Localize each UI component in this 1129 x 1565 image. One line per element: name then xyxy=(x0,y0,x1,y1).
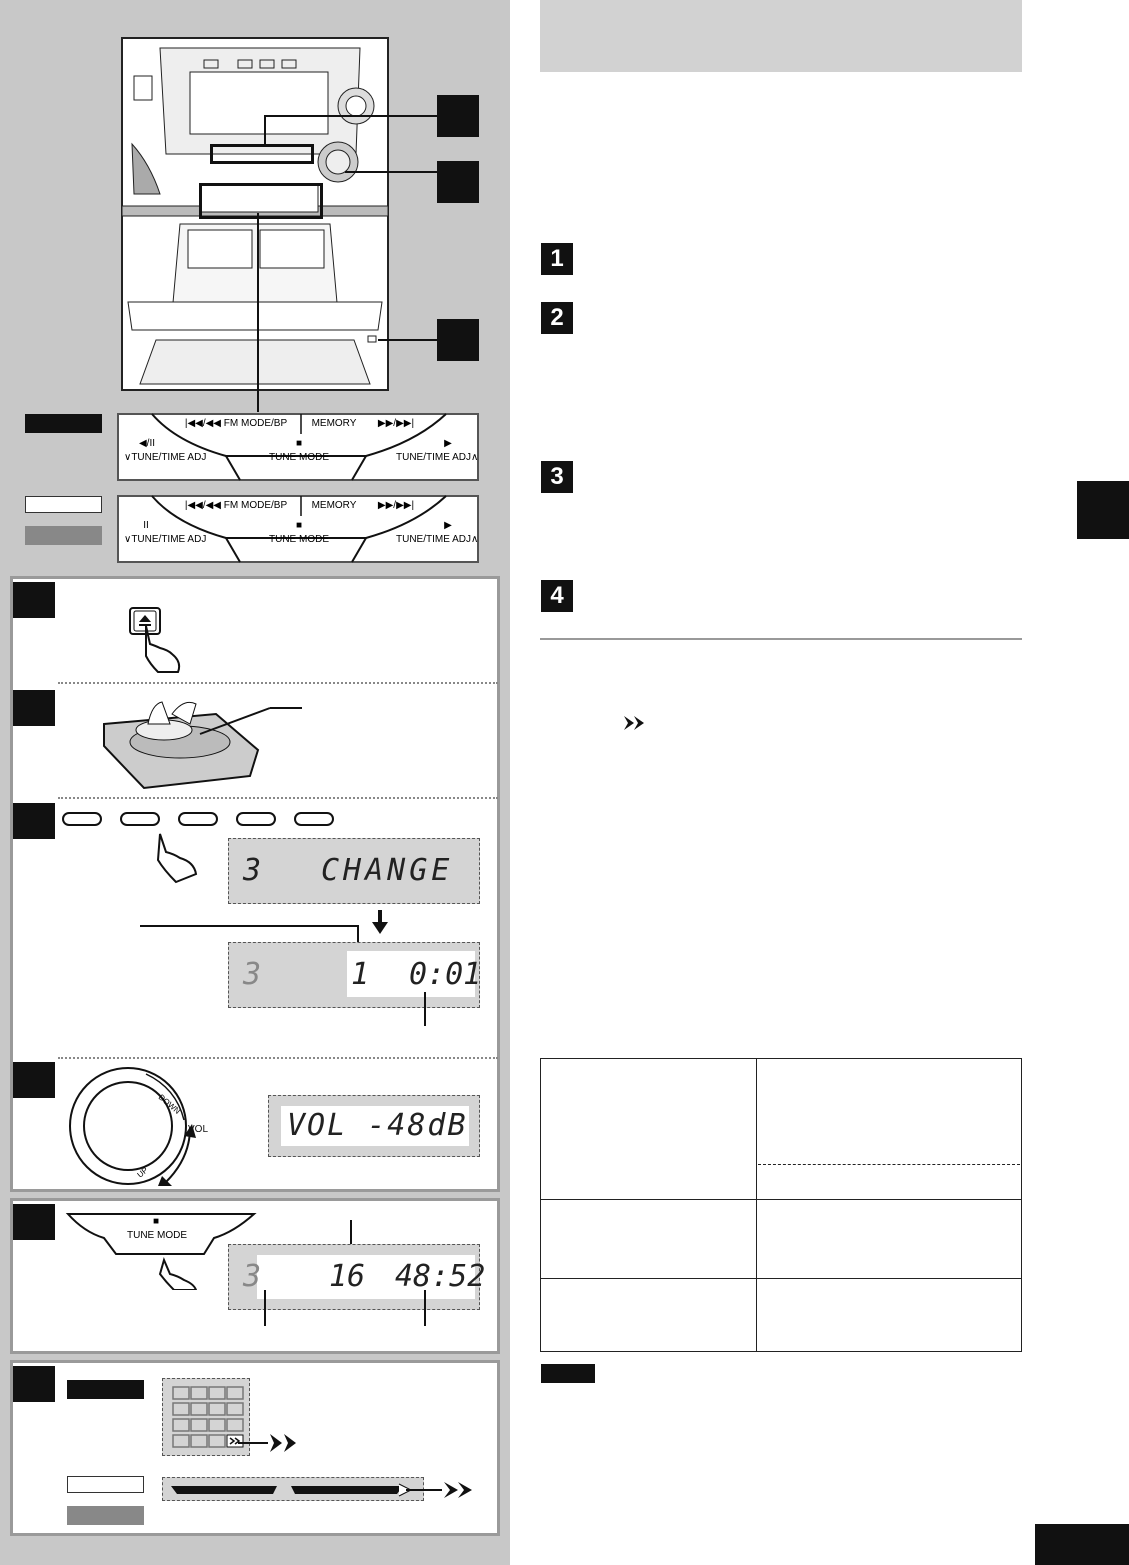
disc-button-2[interactable] xyxy=(120,812,160,826)
disc-button-1[interactable] xyxy=(62,812,102,826)
display-disc-number: 3 xyxy=(243,853,262,888)
step-heading-2: 2 xyxy=(541,302,573,334)
disc-pointer-line xyxy=(264,1290,266,1326)
keypad-display xyxy=(162,1378,250,1456)
display-total-time: 48:52 xyxy=(395,1259,486,1294)
dial-vol-label: VOL xyxy=(188,1124,209,1135)
pointer-lines xyxy=(257,115,437,412)
key-play-symbol: ▶ xyxy=(444,520,452,531)
key-strip-2: |◀◀/◀◀ FM MODE/BP MEMORY ▶▶/▶▶| II ∨TUNE… xyxy=(116,494,480,564)
volume-dial[interactable]: DOWN UP xyxy=(66,1064,206,1188)
step-marker-6 xyxy=(13,1366,55,1402)
display-volume: VOL -48dB xyxy=(268,1095,480,1157)
region-label-grey xyxy=(25,526,102,545)
hand-press-icon xyxy=(145,625,181,673)
step-marker-2 xyxy=(13,690,55,726)
key-tune-up-label[interactable]: TUNE/TIME ADJ∧ xyxy=(396,452,479,463)
step-heading-3: 3 xyxy=(541,461,573,493)
key-play-pause-symbol: ◀/II xyxy=(138,438,156,449)
cd-tray-illustration xyxy=(103,701,302,790)
divider xyxy=(58,1057,498,1059)
display-elapsed-time: 0:01 xyxy=(409,957,482,992)
table-cell xyxy=(540,1199,757,1279)
display-play: 3 1 0:01 xyxy=(228,942,482,1008)
double-chevron-icon xyxy=(624,716,644,730)
region-label-white xyxy=(67,1476,144,1493)
key-fm-mode-label[interactable]: |◀◀/◀◀ FM MODE/BP xyxy=(184,418,288,429)
double-chevron-icon xyxy=(406,1482,472,1498)
table-cell xyxy=(540,1277,757,1353)
callout-square-1 xyxy=(437,95,479,137)
step-heading-1: 1 xyxy=(541,243,573,275)
step-marker-5 xyxy=(13,1204,55,1240)
key-tune-down-label[interactable]: ∨TUNE/TIME ADJ xyxy=(124,534,207,545)
eject-button-press xyxy=(129,607,181,673)
info-table xyxy=(540,1057,1022,1353)
time-pointer-line xyxy=(424,1290,426,1326)
key-memory-label[interactable]: MEMORY xyxy=(311,500,357,511)
level-meter-display xyxy=(162,1477,424,1501)
display-disc-number: 3 xyxy=(243,1259,262,1294)
cd-tray-highlight xyxy=(199,183,323,219)
key-tune-mode-label[interactable]: TUNE MODE xyxy=(269,452,329,463)
table-cell xyxy=(756,1199,1022,1279)
key-tune-mode-label[interactable]: TUNE MODE xyxy=(269,534,329,545)
side-tab xyxy=(1077,481,1129,539)
tune-key-label: TUNE MODE xyxy=(127,1230,187,1241)
display-total: 3 16 48:52 xyxy=(228,1244,485,1310)
table-cell xyxy=(540,1057,757,1201)
display-highlight xyxy=(281,1106,469,1146)
time-pointer-line xyxy=(424,992,426,1026)
callout-square-2 xyxy=(437,161,479,203)
step-marker-4 xyxy=(13,1062,55,1098)
key-tune-up-label[interactable]: TUNE/TIME ADJ∧ xyxy=(396,534,479,545)
key-stop-symbol: ■ xyxy=(295,520,303,531)
display-change: 3 CHANGE xyxy=(228,838,480,904)
key-skip-forward-label[interactable]: ▶▶/▶▶| xyxy=(377,418,415,429)
step-marker-3 xyxy=(13,803,55,839)
disc-button-3[interactable] xyxy=(178,812,218,826)
key-skip-forward-label[interactable]: ▶▶/▶▶| xyxy=(377,500,415,511)
step-heading-4: 4 xyxy=(541,580,573,612)
key-fm-mode-label[interactable]: |◀◀/◀◀ FM MODE/BP xyxy=(184,500,288,511)
tune-mode-key[interactable]: ■ TUNE MODE xyxy=(64,1210,260,1290)
display-highlight xyxy=(347,951,475,997)
page-number-tab xyxy=(1035,1524,1129,1565)
key-stop-symbol: ■ xyxy=(295,438,303,449)
table-cell xyxy=(756,1057,1022,1201)
divider xyxy=(58,682,498,684)
section-divider xyxy=(540,638,1022,640)
disc-button-4[interactable] xyxy=(236,812,276,826)
region-label-white xyxy=(25,496,102,513)
display-track-number: 1 xyxy=(351,957,370,992)
region-label-black xyxy=(67,1380,144,1399)
region-label-grey xyxy=(67,1506,144,1525)
table-cell xyxy=(756,1277,1022,1353)
key-pause-symbol: II xyxy=(143,520,149,531)
title-bar xyxy=(540,0,1022,72)
region-label-black xyxy=(25,414,102,433)
double-chevron-icon xyxy=(238,1434,296,1452)
display-total-tracks: 16 xyxy=(329,1259,366,1294)
note-label xyxy=(541,1364,595,1383)
eject-icon xyxy=(139,615,151,626)
display-change-text: CHANGE xyxy=(321,853,454,888)
callout-square-3 xyxy=(437,319,479,361)
down-arrow-icon xyxy=(372,910,388,934)
divider xyxy=(58,797,498,799)
disc-buttons-highlight xyxy=(210,144,314,164)
hand-press-icon xyxy=(156,833,198,884)
tracks-pointer-line xyxy=(350,1220,352,1258)
display-disc-number: 3 xyxy=(243,957,262,992)
tune-key-symbol: ■ xyxy=(152,1216,160,1227)
step-marker-1 xyxy=(13,582,55,618)
display-highlight xyxy=(257,1255,475,1299)
key-strip-1: |◀◀/◀◀ FM MODE/BP MEMORY ▶▶/▶▶| ◀/II ∨TU… xyxy=(116,412,480,482)
key-tune-down-label[interactable]: ∨TUNE/TIME ADJ xyxy=(124,452,207,463)
key-play-symbol: ▶ xyxy=(444,438,452,449)
disc-button-5[interactable] xyxy=(294,812,334,826)
key-memory-label[interactable]: MEMORY xyxy=(311,418,357,429)
display-vol-text: VOL -48dB xyxy=(287,1108,468,1143)
